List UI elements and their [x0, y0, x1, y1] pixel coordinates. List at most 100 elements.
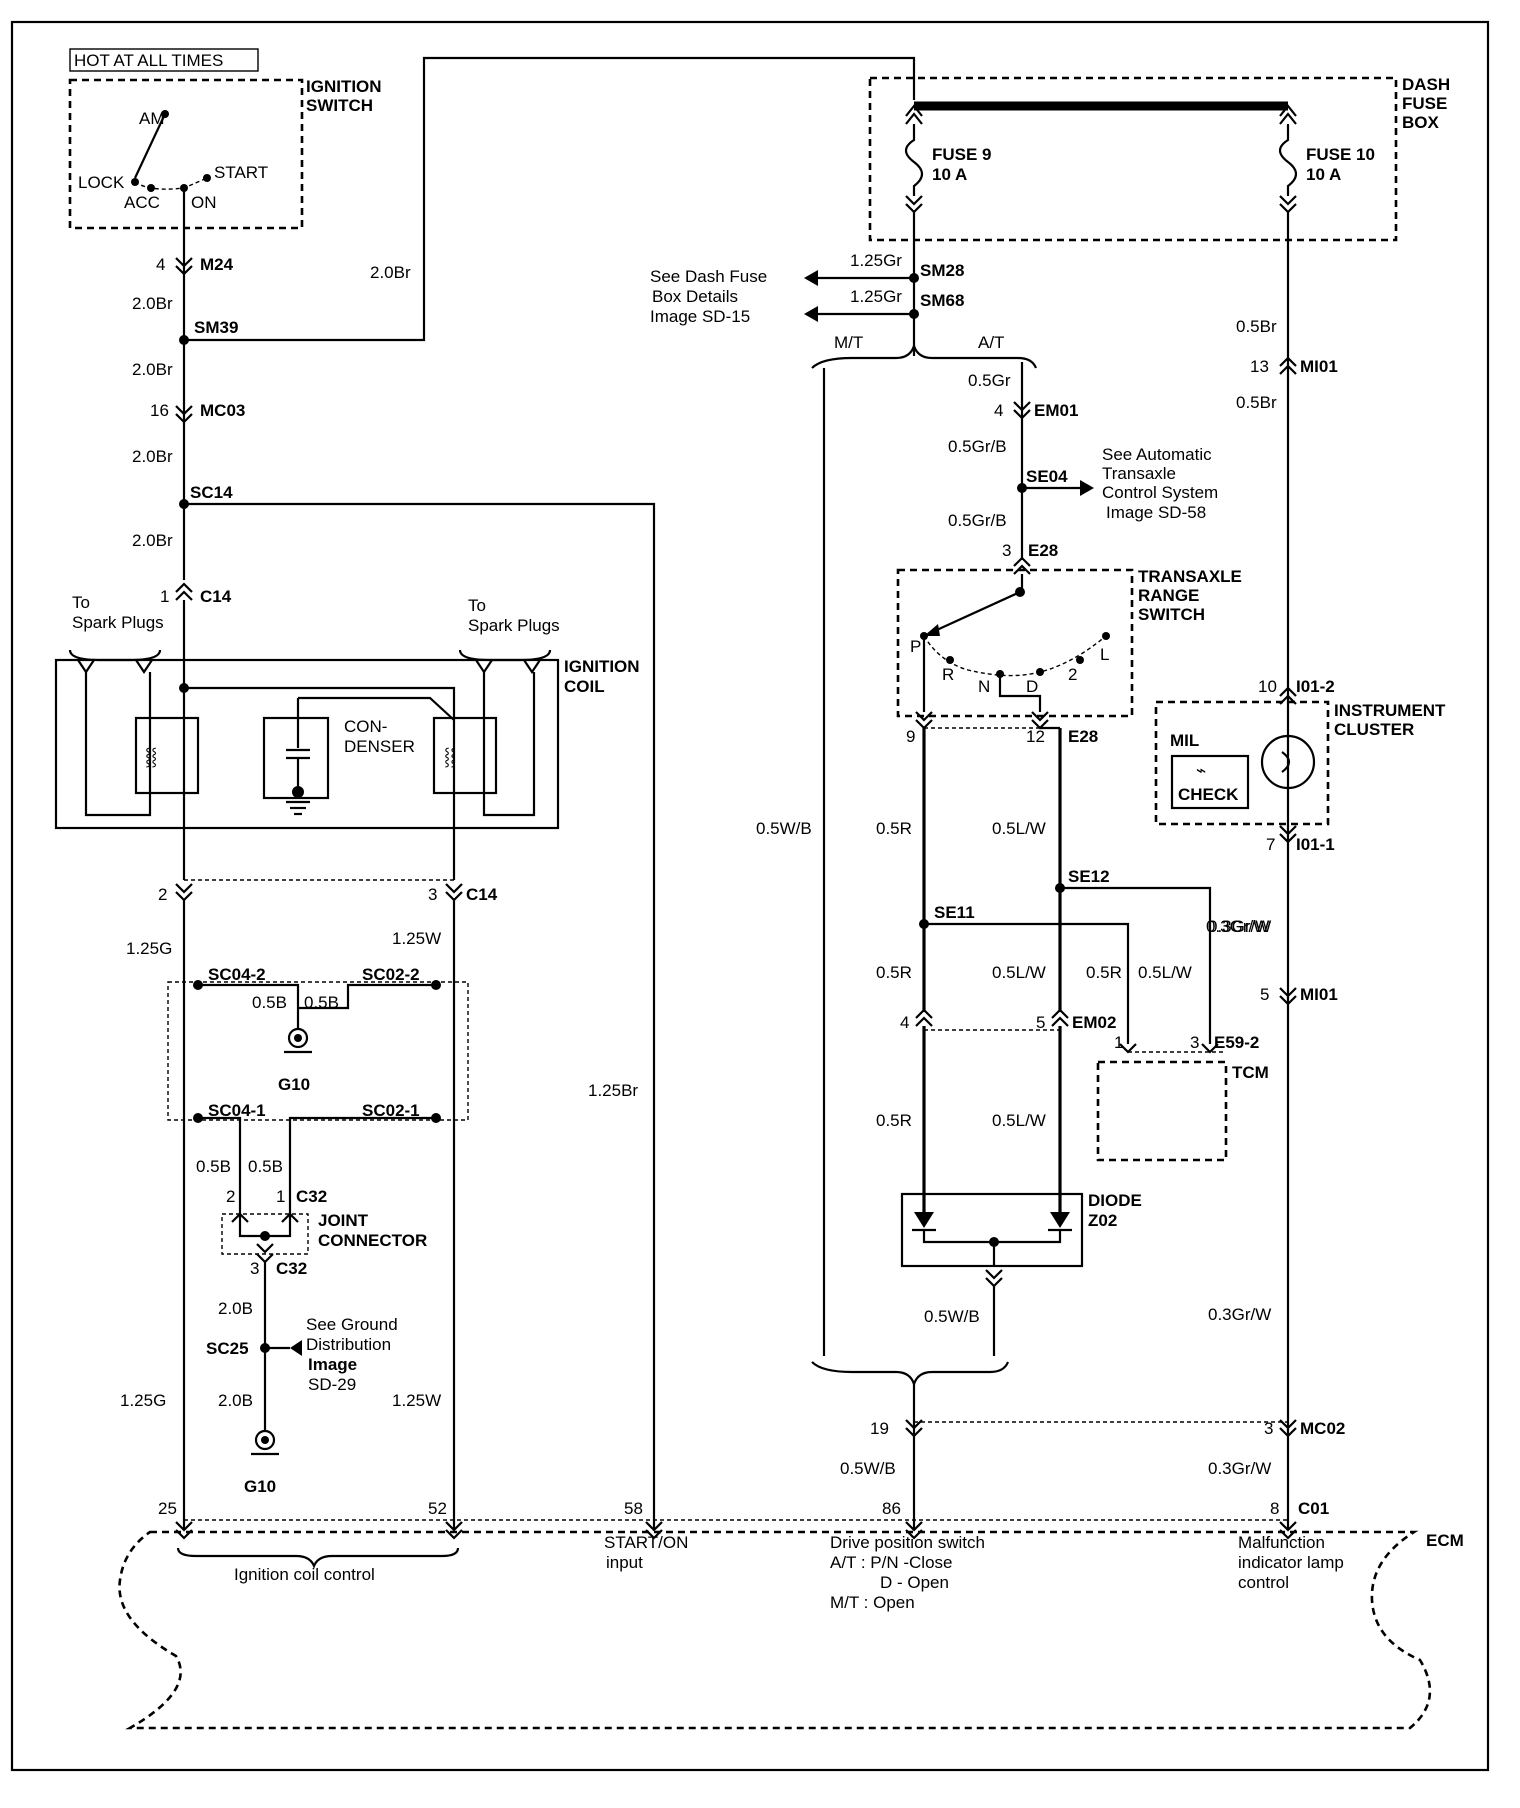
ignition-switch-title-2: SWITCH: [306, 96, 373, 115]
trs-title-3: SWITCH: [1138, 605, 1205, 624]
ignition-coil-title-2: COIL: [564, 677, 605, 696]
c14-pin-1: 1: [160, 587, 169, 606]
wire-05lw-2: 0.5L/W: [992, 963, 1046, 982]
engine-glyph: ⌁: [1196, 761, 1206, 780]
wire-05r-1: 0.5R: [876, 819, 912, 838]
dash-fuse-title-2: FUSE: [1402, 94, 1447, 113]
wire-03grw-se12: 0.3Gr/W: [1206, 917, 1269, 936]
splice-se12: SE12: [1068, 867, 1110, 886]
trs-p: P: [910, 637, 921, 656]
dash-fuse-box: [868, 76, 1398, 242]
dash-fuse-ref-1: See Dash Fuse: [650, 267, 767, 286]
splice-sm28: SM28: [920, 261, 964, 280]
connector-e28b: E28: [1068, 727, 1098, 746]
i012-pin: 10: [1258, 677, 1277, 696]
c14b-pin-3: 3: [428, 885, 437, 904]
left-coil: [134, 716, 200, 795]
wire-05br-2: 0.5Br: [1236, 393, 1277, 412]
wire-2br-mc03: 2.0Br: [132, 447, 173, 466]
c14b-pin-2: 2: [158, 885, 167, 904]
condenser-label-1: CON-: [344, 717, 387, 736]
wire-05lw-3: 0.5L/W: [1138, 963, 1192, 982]
wire-2br-fuse: 2.0Br: [370, 263, 411, 282]
label-at: A/T: [978, 333, 1004, 352]
splice-se04: SE04: [1026, 467, 1068, 486]
atx-ref-4: Image SD-58: [1106, 503, 1206, 522]
wire-125br: 1.25Br: [588, 1081, 638, 1100]
wire-03grw-1: 0.3Gr/W: [1208, 917, 1271, 936]
c32-pin-2: 2: [226, 1187, 235, 1206]
fuse-10-rating: 10 A: [1306, 165, 1341, 184]
wire-20b-2: 2.0B: [218, 1391, 253, 1410]
fuse-10-label: FUSE 10: [1306, 145, 1375, 164]
ecm-dps-2: A/T : P/N -Close: [830, 1553, 953, 1572]
ecm-dps-4: M/T : Open: [830, 1593, 915, 1612]
transaxle-range-switch: [896, 568, 1134, 718]
check-engine-icon: [1170, 754, 1250, 810]
ignition-switch-box: [68, 78, 304, 230]
wire-05b-3: 0.5B: [196, 1157, 231, 1176]
ground-g10b: G10: [244, 1477, 276, 1496]
joint-title-2: CONNECTOR: [318, 1231, 427, 1250]
wire-05lw-1: 0.5L/W: [992, 819, 1046, 838]
mc02-pin: 3: [1264, 1419, 1273, 1438]
wire-05wb-3: 0.5W/B: [840, 1459, 896, 1478]
dash-fuse-ref-3: Image SD-15: [650, 307, 750, 326]
ground-ref-4: SD-29: [308, 1375, 356, 1394]
e28b-pin-9: 9: [906, 727, 915, 746]
wire-05b-4: 0.5B: [248, 1157, 283, 1176]
ecm-pin-25: 25: [158, 1499, 177, 1518]
wire-05lw-4: 0.5L/W: [992, 1111, 1046, 1130]
wire-05r-4: 0.5R: [876, 1111, 912, 1130]
em01-pin: 4: [994, 401, 1003, 420]
em02-pin-4: 4: [900, 1013, 909, 1032]
tcm-title: TCM: [1232, 1063, 1269, 1082]
wire-03grw-2: 0.3Gr/W: [1208, 1305, 1271, 1324]
splice-sc14: SC14: [190, 483, 233, 502]
ecm-mil-1: Malfunction: [1238, 1533, 1325, 1552]
hot-label: HOT AT ALL TIMES: [74, 51, 223, 70]
connector-m24: M24: [200, 255, 234, 274]
diode-z02: [900, 1192, 1084, 1268]
wire-05b-1: 0.5B: [252, 993, 287, 1012]
splice-sc04-2: SC04-2: [208, 965, 266, 984]
atx-ref-3: Control System: [1102, 483, 1218, 502]
e59-pin-3: 3: [1190, 1033, 1199, 1052]
ecm-pin-86: 86: [882, 1499, 901, 1518]
connector-em02: EM02: [1072, 1013, 1116, 1032]
ecm-start-on-2: input: [606, 1553, 643, 1572]
c32b-pin-3: 3: [250, 1259, 259, 1278]
splice-sc02-2: SC02-2: [362, 965, 420, 984]
wire-20b-1: 2.0B: [218, 1299, 253, 1318]
ground-ref-1: See Ground: [306, 1315, 398, 1334]
hot-label-box: [69, 48, 259, 72]
splice-sc25: SC25: [206, 1339, 249, 1358]
trs-d: D: [1026, 677, 1038, 696]
instrument-cluster-box: [1154, 700, 1330, 826]
ecm-dps-3: D - Open: [880, 1573, 949, 1592]
connector-c14b: C14: [466, 885, 498, 904]
mc03-pin: 16: [150, 401, 169, 420]
e28-pin-3: 3: [1002, 541, 1011, 560]
connector-c32b: C32: [276, 1259, 307, 1278]
atx-ref-2: Transaxle: [1102, 464, 1176, 483]
connector-mi01b: MI01: [1300, 985, 1338, 1004]
ecm-mil-3: control: [1238, 1573, 1289, 1592]
trs-title-1: TRANSAXLE: [1138, 567, 1242, 586]
dash-fuse-title-3: BOX: [1402, 113, 1440, 132]
pin-19: 19: [870, 1419, 889, 1438]
connector-i01-2: I01-2: [1296, 677, 1335, 696]
wire-05br-1: 0.5Br: [1236, 317, 1277, 336]
connector-mi01: MI01: [1300, 357, 1338, 376]
ecm-start-on-1: START/ON: [604, 1533, 688, 1552]
switch-acc-label: ACC: [124, 193, 160, 212]
check-label: CHECK: [1178, 785, 1239, 804]
ecm-pin-58: 58: [624, 1499, 643, 1518]
c01-pin: 8: [1270, 1499, 1279, 1518]
right-coil: [432, 716, 498, 795]
ic-title-1: INSTRUMENT: [1334, 701, 1446, 720]
wire-05b-2: 0.5B: [304, 993, 339, 1012]
condenser-label-2: DENSER: [344, 737, 415, 756]
spark-right-2: Spark Plugs: [468, 616, 560, 635]
